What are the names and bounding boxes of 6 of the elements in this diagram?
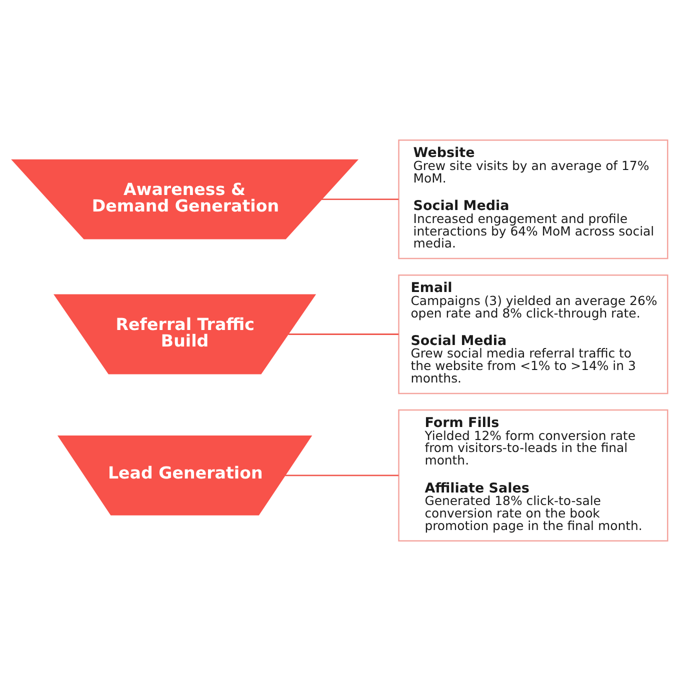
node-box: Email Campaigns (3) yielded an average 26% open rate and 8% click-through rate. Social Media Grew social media referral traffic to the website from <1% to >14% in 3 months. xyxy=(398,274,668,394)
connector xyxy=(288,333,399,334)
connector xyxy=(322,198,399,200)
connector xyxy=(285,474,399,476)
node-box: Form Fills Yielded 12% form conversion rate from visitors-to-leads in the final month. Affiliate Sales Generated 18% click-to-sale conversion rate on the book promotion page in the final month. xyxy=(398,408,668,541)
node-box: Website Grew site visits by an average of 17% MoM. Social Media Increased engagement and profile interactions by 64% MoM across social media. xyxy=(398,139,668,259)
